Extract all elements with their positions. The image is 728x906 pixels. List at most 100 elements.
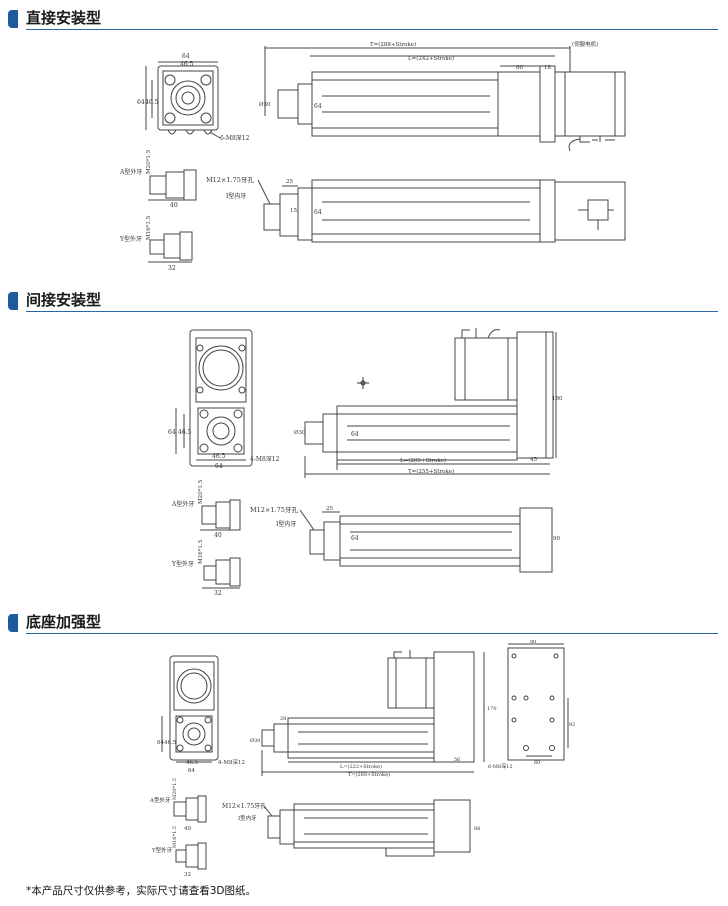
dim-end-height: 64 bbox=[157, 740, 164, 746]
y-type-thread-spec: M16*1.5 bbox=[146, 215, 152, 240]
dim-88: 88 bbox=[474, 826, 480, 832]
side-view-top bbox=[264, 46, 626, 152]
a-type-label: A型外牙 bbox=[171, 500, 194, 508]
dim-15: 15 bbox=[290, 208, 297, 214]
side-view-bottom bbox=[267, 799, 471, 857]
end-view bbox=[161, 655, 219, 763]
dim-end-height: 64 bbox=[137, 99, 145, 106]
dim-motor-height: 170 bbox=[487, 706, 497, 712]
y-type-thread-spec: M16*1.5 bbox=[198, 539, 204, 564]
dim-body-length: L=(242+Stroke) bbox=[408, 55, 454, 62]
dim-plate-width: 80 bbox=[530, 640, 536, 645]
section-tab-marker bbox=[8, 292, 18, 310]
dim-25: 25 bbox=[326, 506, 333, 512]
y-type-thread-drawing bbox=[148, 231, 193, 263]
motor-note: (伺服电机) bbox=[572, 40, 598, 48]
side-view-top bbox=[304, 328, 557, 478]
a-type-length: 40 bbox=[170, 202, 178, 209]
crosshair-cursor-icon bbox=[357, 377, 369, 389]
section-divider bbox=[26, 633, 718, 634]
footnote: *本产品尺寸仅供参考，实际尺寸请查看3D图纸。 bbox=[26, 885, 257, 897]
a-type-thread-spec: M20*1.5 bbox=[198, 479, 204, 504]
dim-90: 90 bbox=[553, 536, 560, 542]
y-type-thread-spec: M16*1.5 bbox=[172, 826, 178, 848]
section-tab-marker bbox=[8, 10, 18, 28]
a-type-length: 40 bbox=[184, 826, 191, 832]
section-title: 间接安装型 bbox=[26, 291, 102, 309]
side-view-bottom bbox=[263, 179, 626, 243]
a-type-length: 40 bbox=[214, 532, 222, 539]
thread-spec: M12×1.75牙孔 bbox=[250, 506, 298, 514]
dim-end-pitch: 46.5 bbox=[180, 61, 194, 68]
section-title: 直接安装型 bbox=[26, 9, 102, 27]
dim-plate-pitch: 60 bbox=[534, 760, 540, 766]
section-header-indirect: 间接安装型 bbox=[8, 290, 718, 312]
indirect-mount-drawing: 64 46.5 46.5 64 4-M8深12 180 L=(209+Strok… bbox=[168, 328, 563, 597]
plate-screw-spec: 6-M8深12 bbox=[488, 763, 513, 770]
section-divider bbox=[26, 29, 718, 30]
end-view bbox=[175, 329, 253, 467]
dim-profile-h-2: 64 bbox=[314, 209, 322, 216]
a-type-label: A型外牙 bbox=[149, 796, 171, 804]
side-view-top bbox=[261, 650, 485, 776]
section-tab-marker bbox=[8, 614, 18, 632]
section-header-direct: 直接安装型 bbox=[8, 8, 718, 30]
base-plate-view bbox=[507, 643, 569, 761]
dim-motor-height: 180 bbox=[552, 396, 563, 402]
inner-thread-label: I型内牙 bbox=[238, 814, 257, 822]
a-type-thread-drawing bbox=[148, 169, 197, 201]
screw-spec: 4-M8深12 bbox=[250, 455, 280, 463]
section-divider bbox=[26, 311, 718, 312]
dim-45: 45 bbox=[530, 457, 537, 463]
thread-spec: M12×1.75牙孔 bbox=[222, 802, 266, 810]
a-type-thread-spec: M20*1.5 bbox=[172, 778, 178, 800]
section-title: 底座加强型 bbox=[26, 613, 102, 631]
a-type-thread-drawing bbox=[200, 499, 241, 531]
dim-end-pitch-v: 46.5 bbox=[145, 99, 159, 106]
direct-mount-drawing: 64 46.5 64 46.5 6-M8深12 T=(288+Stroke) L… bbox=[119, 40, 626, 272]
dim-end-pitch: 46.5 bbox=[186, 760, 199, 766]
a-type-thread-spec: M20*1.5 bbox=[146, 149, 152, 174]
section-header-base: 底座加强型 bbox=[8, 612, 718, 634]
dim-end-width: 64 bbox=[188, 768, 195, 774]
dim-end-pitch: 46.5 bbox=[212, 453, 226, 460]
dim-total-length: T=(255+Stroke) bbox=[408, 468, 454, 475]
base-reinforced-drawing: 64 46.5 46.5 64 4-M8深12 28 Ø30 L=(222+St… bbox=[149, 640, 575, 878]
end-view bbox=[145, 61, 219, 135]
dim-end-pitch-v: 46.5 bbox=[164, 740, 177, 746]
y-type-label: Y型外牙 bbox=[119, 235, 142, 243]
inner-thread-label: I型内牙 bbox=[226, 192, 246, 200]
y-type-thread-drawing bbox=[202, 557, 241, 589]
inner-thread-label: I型内牙 bbox=[276, 520, 296, 528]
dim-60: 60 bbox=[516, 65, 523, 71]
dim-profile-h: 64 bbox=[351, 431, 359, 438]
dim-body-length: L=(209+Stroke) bbox=[400, 457, 446, 464]
dim-plate-height: 92 bbox=[569, 722, 575, 728]
y-type-length: 32 bbox=[214, 590, 222, 597]
dim-28: 28 bbox=[280, 716, 286, 722]
dim-rod-dia: Ø30 bbox=[294, 429, 306, 436]
dim-end-width: 64 bbox=[182, 53, 190, 60]
y-type-length: 32 bbox=[184, 872, 191, 878]
dim-total-length: T=(288+Stroke) bbox=[370, 41, 416, 48]
dim-56: 56 bbox=[454, 757, 460, 763]
dim-rod-dia: Ø30 bbox=[259, 101, 271, 108]
y-type-thread-drawing bbox=[175, 842, 207, 870]
side-view-bottom bbox=[309, 507, 553, 573]
dim-profile-h: 64 bbox=[314, 103, 322, 110]
screw-spec: 6-M8深12 bbox=[220, 134, 250, 142]
dim-profile-h-2: 64 bbox=[351, 535, 359, 542]
dim-18: 18 bbox=[544, 65, 551, 71]
dim-rod-dia: Ø30 bbox=[250, 737, 260, 744]
y-type-length: 32 bbox=[168, 265, 176, 272]
dim-total-length: T=(268+Stroke) bbox=[348, 771, 390, 778]
thread-spec: M12×1.75牙孔 bbox=[206, 176, 254, 184]
a-type-thread-drawing bbox=[173, 795, 207, 823]
dim-25: 25 bbox=[286, 179, 293, 185]
dim-body-length: L=(222+Stroke) bbox=[340, 763, 382, 770]
dim-end-width: 64 bbox=[215, 463, 223, 470]
screw-spec: 4-M8深12 bbox=[218, 758, 245, 766]
dim-end-height: 64 bbox=[168, 429, 176, 436]
y-type-label: Y型外牙 bbox=[171, 560, 194, 568]
dim-end-pitch-v: 46.5 bbox=[178, 429, 192, 436]
